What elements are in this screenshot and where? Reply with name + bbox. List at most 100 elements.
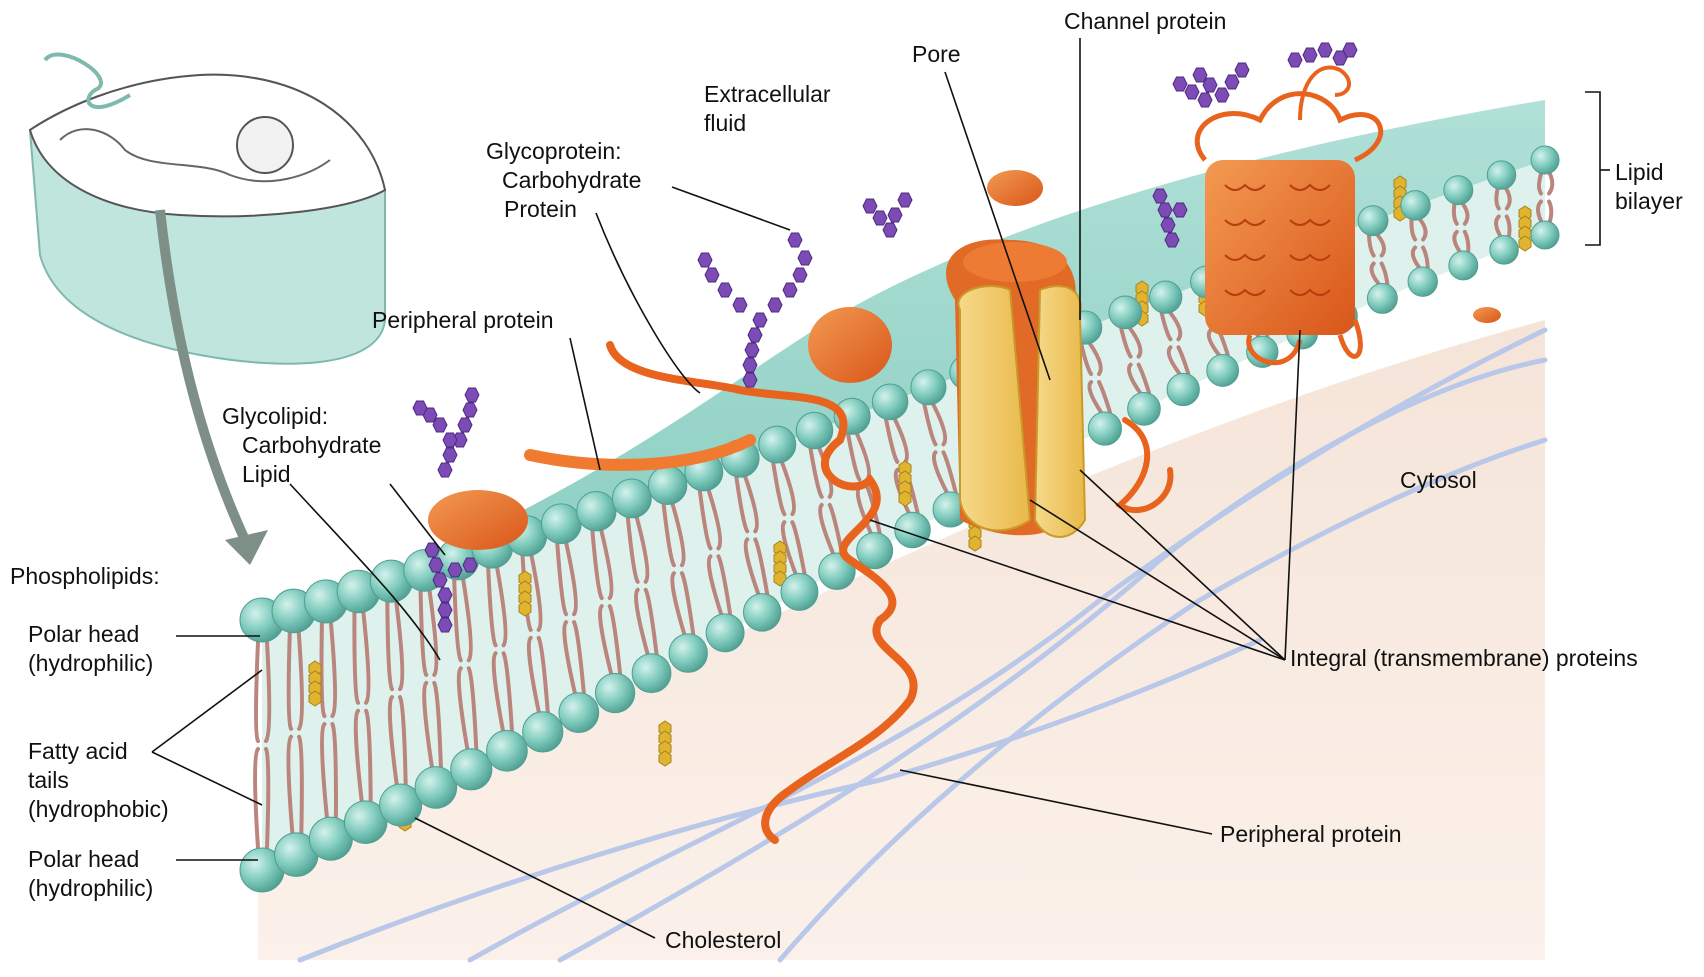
label-line: Glycoprotein:: [486, 137, 641, 166]
label-cholesterol: Cholesterol: [665, 926, 781, 955]
polar-head: [781, 573, 818, 610]
cholesterol-ring: [969, 536, 981, 551]
sugar-unit: [888, 208, 902, 222]
sugar-unit: [429, 558, 443, 572]
sugar-unit: [438, 618, 452, 632]
sugar-unit: [1173, 77, 1187, 91]
sugar-unit: [458, 418, 472, 432]
fatty-acid-tail: [1539, 174, 1541, 194]
label-phospholipids: Phospholipids:: [10, 562, 160, 591]
polar-head: [451, 749, 492, 790]
sugar-unit: [443, 448, 457, 462]
cholesterol-ring: [309, 691, 321, 706]
label-line: (hydrophilic): [28, 874, 153, 903]
sugar-unit: [718, 283, 732, 297]
sugar-unit: [1153, 189, 1167, 203]
fatty-acid-tail: [1549, 174, 1552, 194]
fatty-acid-tail: [255, 749, 258, 848]
label-line: Polar head: [28, 845, 153, 874]
sugar-unit: [438, 588, 452, 602]
label-polar-head-bottom: Polar head (hydrophilic): [28, 845, 153, 903]
polar-head: [1358, 206, 1388, 236]
polar-head: [595, 673, 634, 712]
channel-protein: [946, 239, 1085, 537]
sugar-unit: [783, 283, 797, 297]
label-line: tails: [28, 766, 169, 795]
sugar-unit: [438, 603, 452, 617]
sugar-unit: [798, 251, 812, 265]
polar-head: [577, 492, 616, 531]
sugar-unit: [1303, 48, 1317, 62]
sugar-unit: [1235, 63, 1249, 77]
polar-head: [632, 654, 671, 693]
sugar-unit: [438, 463, 452, 477]
sugar-unit: [748, 328, 762, 342]
label-line: bilayer: [1615, 187, 1683, 216]
fatty-acid-tail: [266, 749, 268, 848]
polar-head: [872, 384, 908, 420]
peripheral-protein-blob-3: [987, 170, 1043, 206]
sugar-unit: [863, 199, 877, 213]
label-channel-protein: Channel protein: [1064, 7, 1226, 36]
sugar-unit: [698, 253, 712, 267]
polar-head: [1531, 221, 1559, 249]
label-line: Carbohydrate: [486, 166, 641, 195]
sugar-unit: [433, 573, 447, 587]
sugar-unit: [413, 401, 427, 415]
label-lipid-bilayer: Lipid bilayer: [1615, 158, 1683, 216]
peripheral-protein-blob: [428, 490, 528, 550]
label-cytosol: Cytosol: [1400, 466, 1477, 495]
sugar-unit: [1185, 85, 1199, 99]
sugar-unit: [768, 298, 782, 312]
label-line: fluid: [704, 109, 831, 138]
sugar-unit: [1198, 93, 1212, 107]
label-peripheral-protein-top: Peripheral protein: [372, 306, 554, 335]
sugar-unit: [1215, 88, 1229, 102]
polar-head: [541, 504, 581, 544]
label-pore: Pore: [912, 40, 961, 69]
polar-head: [1408, 267, 1437, 296]
polar-head: [648, 466, 686, 504]
sugar-unit: [1318, 43, 1332, 57]
polar-head: [1128, 393, 1161, 426]
polar-head: [612, 479, 651, 518]
label-integral-proteins: Integral (transmembrane) proteins: [1290, 644, 1638, 673]
fatty-acid-tail: [256, 642, 258, 741]
sugar-unit: [733, 298, 747, 312]
leader-line: [570, 338, 600, 470]
label-glycolipid: Glycolipid: Carbohydrate Lipid: [222, 402, 381, 489]
sugar-unit: [1193, 68, 1207, 82]
polar-head: [1449, 251, 1478, 280]
label-line: (hydrophilic): [28, 649, 153, 678]
helical-integral-protein: [1197, 67, 1380, 362]
label-line: Fatty acid: [28, 737, 169, 766]
sugar-unit: [788, 233, 802, 247]
label-extracellular-fluid: Extracellular fluid: [704, 80, 831, 138]
polar-head: [1367, 283, 1397, 313]
fatty-acid-tail: [1549, 202, 1551, 222]
sugar-unit: [1161, 218, 1175, 232]
cholesterol-ring: [1519, 236, 1531, 251]
label-line: Lipid: [1615, 158, 1683, 187]
sugar-unit: [448, 563, 462, 577]
leader-line: [596, 213, 700, 393]
polar-head: [796, 412, 832, 448]
polar-head: [669, 634, 707, 672]
sugar-unit: [873, 211, 887, 225]
label-line: Protein: [486, 195, 641, 224]
label-glycoprotein: Glycoprotein: Carbohydrate Protein: [486, 137, 641, 224]
label-polar-head-top: Polar head (hydrophilic): [28, 620, 153, 678]
label-line: Polar head: [28, 620, 153, 649]
polar-head: [1167, 373, 1199, 405]
sugar-unit: [1203, 78, 1217, 92]
polar-head: [1490, 236, 1518, 264]
label-line: Carbohydrate: [222, 431, 381, 460]
label-peripheral-protein-bottom: Peripheral protein: [1220, 820, 1402, 849]
sugar-unit: [743, 358, 757, 372]
polar-head: [706, 614, 744, 652]
fatty-acid-tail: [289, 633, 291, 729]
sugar-unit: [705, 268, 719, 282]
sugar-unit: [793, 268, 807, 282]
label-line: Glycolipid:: [222, 402, 381, 431]
